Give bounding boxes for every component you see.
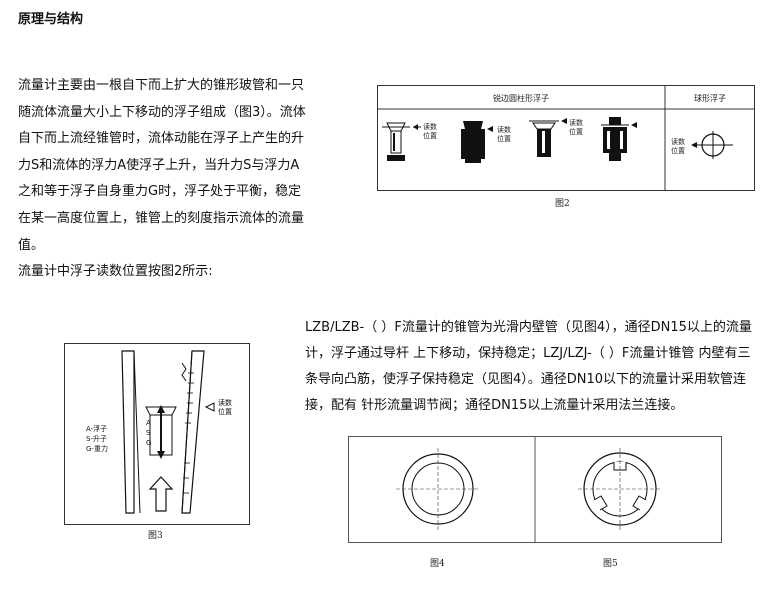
section-title: 原理与结构: [18, 12, 84, 27]
fig4-caption: 图4: [430, 559, 445, 569]
fig2-float-3: [529, 118, 567, 157]
fig2-reading-label-1b: 位置: [423, 131, 437, 140]
fig3-reading-pointer: [204, 402, 215, 412]
fig3-reading-label-b: 位置: [218, 407, 232, 416]
fig3-legend-s: S-升子: [86, 434, 107, 443]
figure-2: 锐边圆柱形浮子 球形浮子 读数 位置 读数 位置 读数 位置: [377, 85, 755, 191]
fig2-reading-label-3b: 位置: [569, 127, 583, 136]
fig2-caption: 图2: [555, 199, 570, 209]
fig5-ribbed-tube-section: [578, 448, 662, 530]
figure-4-5: [348, 436, 722, 543]
fig3-legend-a: A-浮子: [86, 424, 107, 433]
fig2-reading-label-ball-a: 读数: [671, 137, 685, 146]
fig3-float: [145, 405, 177, 459]
fig2-reading-label-1a: 读数: [423, 122, 437, 131]
fig2-reading-label-3a: 读数: [569, 118, 583, 127]
fig3-float-letter-a: A: [146, 419, 151, 427]
fig2-reading-label-ball-b: 位置: [671, 146, 685, 155]
figure-3: A S G 读数 位置 A-浮子 S-升子 G-重力: [64, 343, 250, 525]
fig2-float-2: [461, 121, 493, 163]
fig2-float-4: [601, 117, 637, 161]
fig3-float-letter-s: S: [146, 429, 151, 437]
intro-text: 流量计主要由一根自下而上扩大的锥形玻管和一只随流体流量大小上下移动的浮子组成（图…: [18, 73, 308, 286]
fig2-reading-label-2a: 读数: [497, 125, 511, 134]
fig4-smooth-tube-section: [396, 448, 480, 530]
fig3-caption: 图3: [148, 531, 163, 541]
fig2-header-left: 锐边圆柱形浮子: [493, 93, 549, 103]
right-paragraph: LZB/LZB-（ ）F流量计的锥管为光滑内壁管（见图4），通径DN15以上的流…: [305, 320, 752, 413]
fig3-float-letter-g: G: [146, 439, 151, 447]
fig3-legend-g: G-重力: [86, 444, 108, 453]
fig3-flow-arrow: [148, 476, 174, 512]
fig2-header-right: 球形浮子: [694, 93, 726, 103]
fig2-float-1: [382, 122, 421, 161]
fig2-reading-label-2b: 位置: [497, 134, 511, 143]
fig2-ball-float: [691, 131, 733, 159]
intro-paragraph-1: 流量计主要由一根自下而上扩大的锥形玻管和一只随流体流量大小上下移动的浮子组成（图…: [18, 78, 306, 253]
fig3-reading-label-a: 读数: [218, 398, 232, 407]
fig5-caption: 图5: [603, 559, 618, 569]
intro-paragraph-2: 流量计中浮子读数位置按图2所示:: [18, 264, 213, 280]
